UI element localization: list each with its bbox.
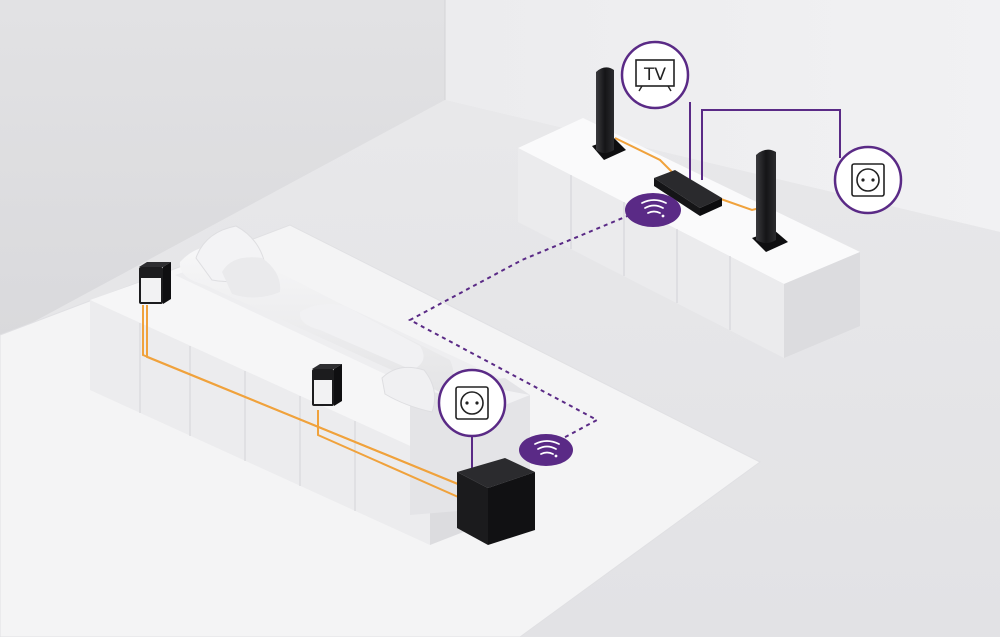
- wireless-link: [407, 211, 638, 443]
- tv-icon: [635, 59, 675, 92]
- subwoofer: [457, 458, 535, 545]
- power-outlet-icon: [455, 386, 489, 420]
- left-wall: [0, 0, 445, 340]
- rear-right-speaker: [312, 364, 342, 406]
- soundbar-receiver: [654, 170, 722, 216]
- wireless-signal-icon: [641, 199, 667, 218]
- sofa-pillow: [222, 257, 281, 298]
- front-left-speaker: [592, 67, 626, 160]
- outlet-badge-tv-side: [833, 145, 903, 215]
- front-left-cable: [614, 137, 673, 173]
- power-outlet-icon: [851, 163, 885, 197]
- outlet-badge-sofa-side: [437, 368, 507, 438]
- wireless-badge-subwoofer: [519, 434, 573, 466]
- wireless-badge-soundbar: [625, 193, 681, 227]
- tv-label: TV: [643, 65, 666, 85]
- front-right-speaker: [752, 149, 788, 252]
- rear-left-speaker: [139, 262, 171, 304]
- sofa-pillow: [381, 366, 436, 413]
- tv-icon-badge: TV: [620, 40, 690, 110]
- wireless-signal-icon: [534, 440, 560, 458]
